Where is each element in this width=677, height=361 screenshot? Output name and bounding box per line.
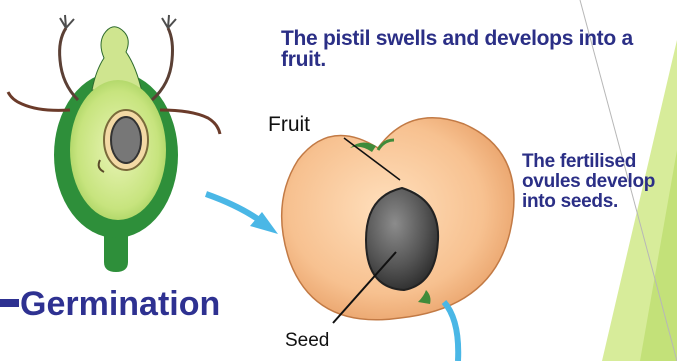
process-arrow-fruit-down <box>444 302 458 361</box>
seed-label: Seed <box>285 330 329 352</box>
fruit-label: Fruit <box>268 113 310 137</box>
pistil-caption: The pistil swells and develops into a fr… <box>281 28 671 70</box>
germination-heading: Germination <box>0 284 220 324</box>
fruit-illustration <box>282 118 514 320</box>
process-arrow-pistil-to-fruit <box>206 194 278 234</box>
germination-heading-text: Germination <box>20 285 220 323</box>
pistil-illustration <box>8 15 220 272</box>
ovules-caption: The fertilised ovules develop into seeds… <box>522 152 677 212</box>
